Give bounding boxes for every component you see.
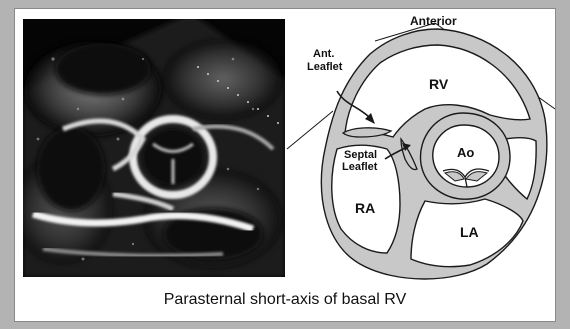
label-ra: RA: [355, 200, 375, 216]
label-ao: Ao: [457, 145, 474, 160]
label-la: LA: [460, 224, 479, 240]
figure-caption: Parasternal short-axis of basal RV: [15, 291, 555, 309]
heart-schematic: Anterior Ant. Leaflet RV Septal Leaflet …: [15, 9, 555, 321]
label-septal-leaflet-2: Leaflet: [342, 161, 378, 173]
label-septal-leaflet-1: Septal: [344, 149, 377, 161]
label-rv: RV: [429, 76, 449, 92]
label-anterior: Anterior: [410, 14, 457, 28]
label-ant-leaflet-1: Ant.: [313, 48, 334, 60]
figure-panel: Anterior Ant. Leaflet RV Septal Leaflet …: [14, 8, 556, 322]
label-ant-leaflet-2: Leaflet: [307, 61, 343, 73]
